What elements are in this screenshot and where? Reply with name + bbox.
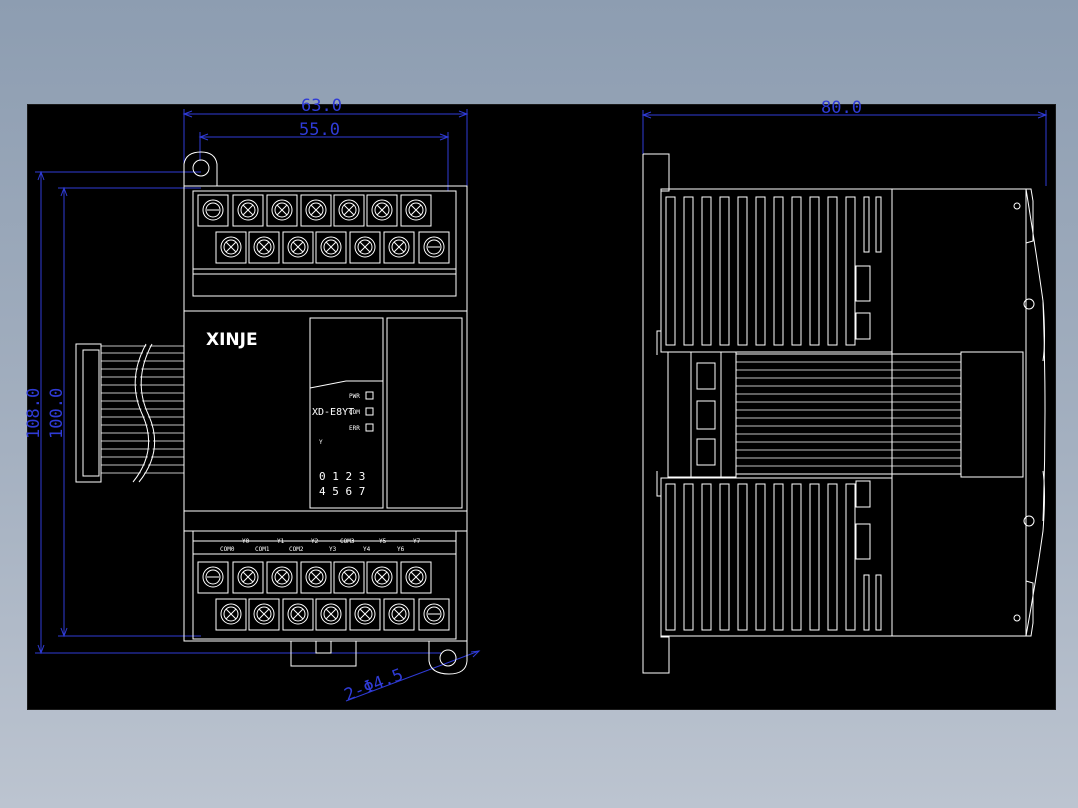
terminal-screw-top-a-2 <box>266 194 298 227</box>
vent-slot-top-7 <box>791 196 802 346</box>
terminal-screw-bottom-a-2 <box>266 561 298 594</box>
terminal-screw-bottom-b-1 <box>248 598 280 631</box>
dim-55: 55.0 <box>299 120 340 140</box>
io-row-2: 4 5 6 7 <box>319 485 365 498</box>
terminal-screw-bottom-b-0 <box>215 598 247 631</box>
terminal-label-bottom-0: COM0 <box>220 546 235 553</box>
vent-slot-top-2 <box>701 196 712 346</box>
led-side-mark: Y <box>319 439 323 446</box>
cad-drawing: 63.0 55.0 80.0 108.0 100.0 2-Φ4.5 <box>24 96 1048 706</box>
vent-slot-small-bottom-0 <box>863 574 870 631</box>
model-label: XD-E8YT <box>312 407 354 418</box>
vent-slot-top-0 <box>665 196 676 346</box>
terminal-label-bottom-5: Y6 <box>397 546 405 553</box>
dim-100: 100.0 <box>47 388 67 439</box>
terminal-screw-top-a-5 <box>366 194 398 227</box>
terminal-screw-top-a-0 <box>197 194 229 227</box>
vent-slot-top-9 <box>827 196 838 346</box>
terminal-screw-bottom-b-6 <box>418 598 450 631</box>
terminal-screw-bottom-a-5 <box>366 561 398 594</box>
mount-hole-bottom <box>439 649 457 667</box>
terminal-screw-bottom-b-4 <box>349 598 381 631</box>
vent-slot-bottom-5 <box>755 483 766 631</box>
io-row-1: 0 1 2 3 <box>319 470 365 483</box>
led-label-com: COM <box>349 409 360 416</box>
vent-slot-bottom-0 <box>665 483 676 631</box>
vent-slot-small-top-0 <box>863 196 870 253</box>
vent-slot-bottom-1 <box>683 483 694 631</box>
vent-slot-top-8 <box>809 196 820 346</box>
vent-slot-small-bottom-1 <box>875 574 882 631</box>
terminal-screw-top-a-1 <box>232 194 264 227</box>
dim-holes: 2-Φ4.5 <box>342 665 407 706</box>
vent-slot-top-3 <box>719 196 730 346</box>
cad-viewport[interactable]: 63.0 55.0 80.0 108.0 100.0 2-Φ4.5 <box>24 96 1056 710</box>
terminal-screw-top-a-6 <box>400 194 432 227</box>
vent-slot-bottom-7 <box>791 483 802 631</box>
dim-63: 63.0 <box>301 96 342 116</box>
terminal-screw-top-b-3 <box>315 231 347 264</box>
terminal-label-bottom-1: COM1 <box>255 546 270 553</box>
vent-slot-bottom-3 <box>719 483 730 631</box>
vent-slot-top-1 <box>683 196 694 346</box>
dim-80: 80.0 <box>821 98 862 118</box>
terminal-block <box>197 194 450 631</box>
terminal-label-bottom-2: COM2 <box>289 546 304 553</box>
terminal-screw-bottom-b-3 <box>315 598 347 631</box>
terminal-screw-top-b-1 <box>248 231 280 264</box>
vent-slot-bottom-8 <box>809 483 820 631</box>
terminal-label-top-0: Y0 <box>242 538 250 545</box>
vent-slot-top-4 <box>737 196 748 346</box>
vent-slot-small-top-1 <box>875 196 882 253</box>
terminal-screw-bottom-a-6 <box>400 561 432 594</box>
terminal-screw-top-b-0 <box>215 231 247 264</box>
terminal-label-top-1: Y1 <box>277 538 285 545</box>
dimension-lines <box>35 109 1048 702</box>
terminal-screw-top-b-2 <box>282 231 314 264</box>
terminal-screw-bottom-a-4 <box>333 561 365 594</box>
terminal-screw-top-b-5 <box>383 231 415 264</box>
vent-slot-bottom-2 <box>701 483 712 631</box>
vent-slot-top-6 <box>773 196 784 346</box>
terminal-label-top-5: Y7 <box>413 538 421 545</box>
led-label-pwr: PWR <box>349 393 360 400</box>
vent-slot-top-5 <box>755 196 766 346</box>
vent-slots <box>665 196 882 631</box>
vent-slot-top-10 <box>845 196 856 346</box>
terminal-label-top-3: COM3 <box>340 538 355 545</box>
front-body <box>183 185 468 642</box>
terminal-label-bottom-3: Y3 <box>329 546 337 553</box>
terminal-label-top-2: Y2 <box>311 538 319 545</box>
vent-slot-bottom-6 <box>773 483 784 631</box>
vent-slot-bottom-10 <box>845 483 856 631</box>
front-view <box>75 151 468 675</box>
terminal-screw-bottom-b-5 <box>383 598 415 631</box>
terminal-label-bottom-4: Y4 <box>363 546 371 553</box>
terminal-label-top-4: Y5 <box>379 538 387 545</box>
dim-108: 108.0 <box>24 388 44 439</box>
mount-hole-top <box>192 159 210 177</box>
terminal-screw-top-b-4 <box>349 231 381 264</box>
terminal-screw-bottom-b-2 <box>282 598 314 631</box>
vent-slot-bottom-4 <box>737 483 748 631</box>
side-view <box>642 153 1046 674</box>
brand-logo-text: XINJE <box>206 330 258 350</box>
vent-slot-bottom-9 <box>827 483 838 631</box>
terminal-screw-top-b-6 <box>418 231 450 264</box>
led-label-err: ERR <box>349 425 360 432</box>
terminal-screw-bottom-a-1 <box>232 561 264 594</box>
terminal-screw-top-a-3 <box>300 194 332 227</box>
terminal-screw-bottom-a-3 <box>300 561 332 594</box>
terminal-screw-bottom-a-0 <box>197 561 229 594</box>
terminal-screw-top-a-4 <box>333 194 365 227</box>
